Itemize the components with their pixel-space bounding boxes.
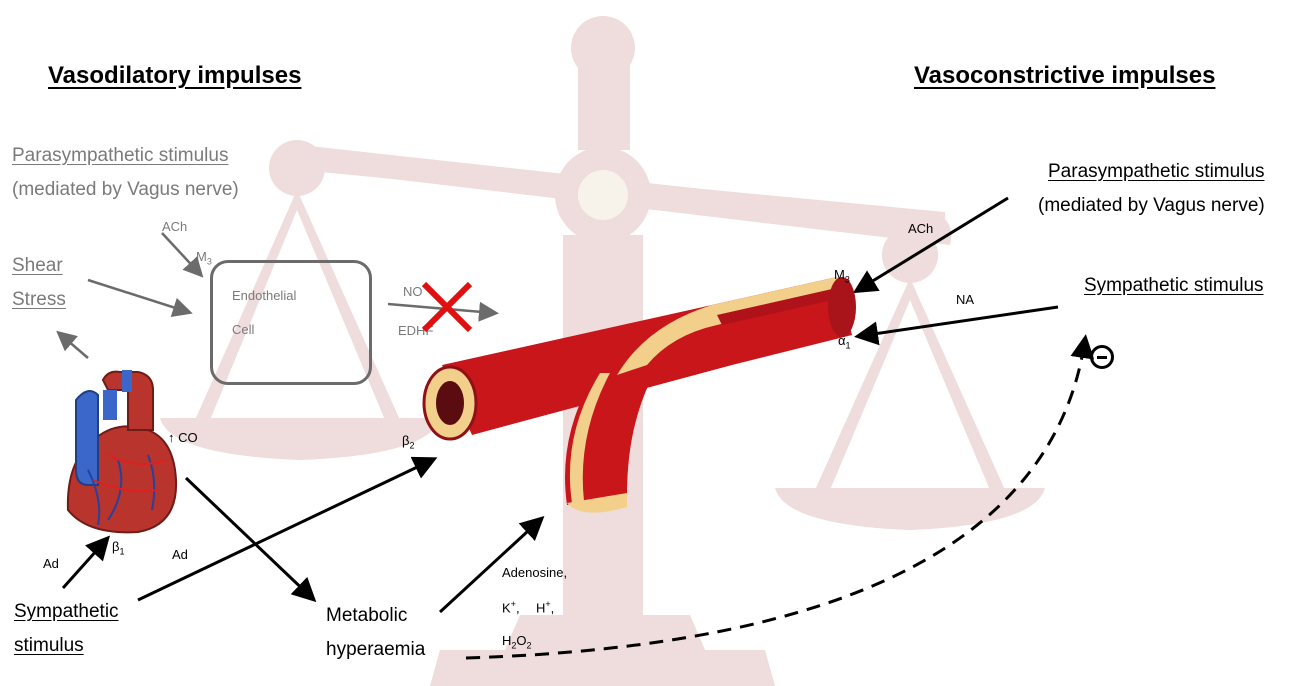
right-sympathetic-label: Sympathetic stimulus — [1084, 276, 1264, 295]
right-ach-label: ACh — [908, 222, 933, 235]
h2o2-label: H2O2 — [502, 634, 532, 651]
ad-label-1: Ad — [43, 557, 59, 570]
na-label: NA — [956, 293, 974, 306]
beta1-label: β1 — [112, 540, 125, 557]
heart-icon — [48, 360, 198, 540]
adenosine-label: Adenosine, — [502, 566, 567, 579]
co-label: ↑ CO — [168, 431, 198, 444]
metabolic-label-1: Metabolic — [326, 606, 407, 625]
right-m3-label: M3 — [834, 268, 850, 285]
ach-arrow — [162, 233, 200, 274]
metabolic-label-2: hyperaemia — [326, 640, 425, 659]
red-x-icon — [418, 278, 478, 338]
right-parasympathetic-label: Parasympathetic stimulus — [1048, 162, 1264, 181]
alpha1-label: α1 — [838, 334, 851, 351]
shear-arrow — [88, 280, 188, 312]
minus-circle-icon — [1090, 345, 1114, 369]
left-sympathetic-label-2: stimulus — [14, 636, 84, 655]
left-sympathetic-label-1: Sympathetic — [14, 602, 119, 621]
k-ion-label: K+, — [502, 600, 520, 614]
co-to-metabolic-arrow — [186, 478, 312, 598]
ad-to-heart-arrow — [63, 540, 106, 588]
heart-to-shear-arrow — [60, 334, 88, 358]
h-ion-label: H+, — [536, 600, 554, 614]
blood-vessel-icon — [412, 265, 892, 545]
ad-label-2: Ad — [172, 548, 188, 561]
right-vagus-label: (mediated by Vagus nerve) — [1038, 196, 1265, 215]
